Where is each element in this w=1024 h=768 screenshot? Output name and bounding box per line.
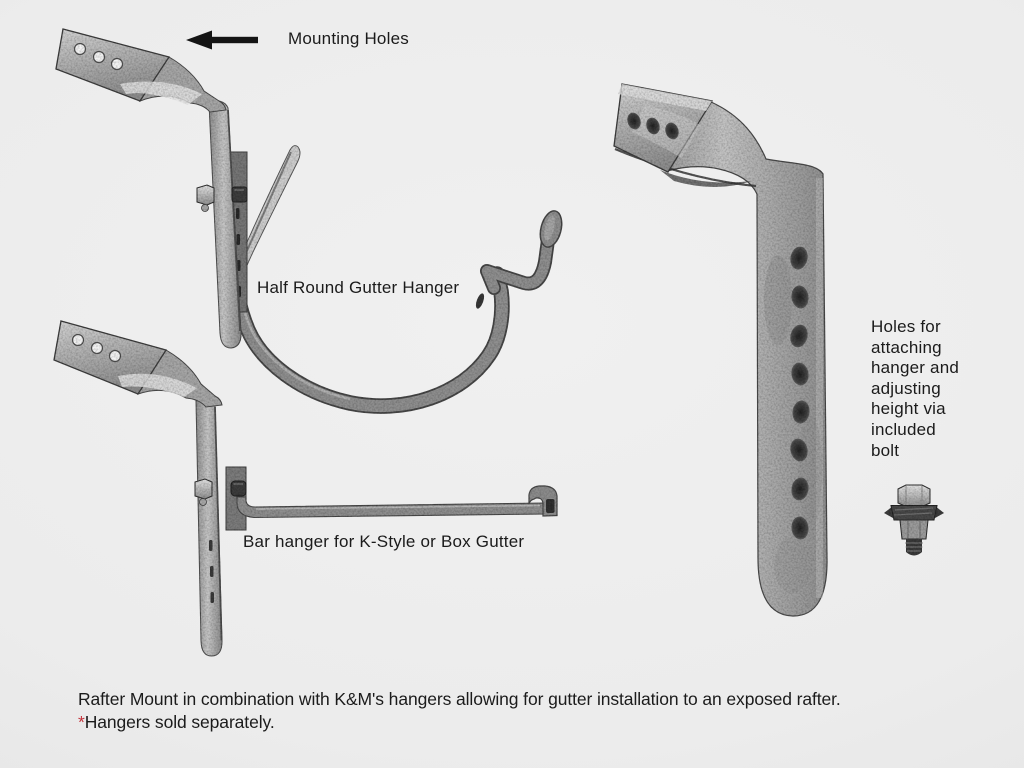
half-round-hanger-label: Half Round Gutter Hanger: [257, 278, 460, 297]
mounting-hole: [665, 122, 679, 140]
mounting-hole: [92, 50, 106, 64]
mounting-holes-label: Mounting Holes: [288, 29, 409, 48]
adjustment-holes-note: Holes for attaching hanger and adjusting…: [871, 317, 960, 460]
rafter-mount-with-half-round-hanger-figure: [55, 28, 563, 414]
bracket-strap: [195, 398, 223, 657]
bar-hanger-label: Bar hanger for K-Style or Box Gutter: [243, 532, 525, 551]
rafter-mount-with-bar-hanger-figure: [53, 320, 558, 657]
caption-footnote: *Hangers sold separately.: [78, 711, 841, 734]
mounting-hole: [108, 349, 122, 363]
adjustment-strap: [665, 101, 828, 617]
mounting-hole: [627, 112, 641, 130]
footnote-text: Hangers sold separately.: [84, 711, 275, 732]
adjustment-holes: [790, 246, 810, 540]
mounting-hole: [110, 57, 124, 71]
adjustment-bolt: [194, 478, 247, 506]
mounting-plate: [55, 28, 227, 113]
half-round-band: [226, 202, 563, 414]
footnote-asterisk: *: [78, 711, 85, 732]
bar-hanger-bar: [236, 485, 558, 519]
mounting-hole: [71, 333, 85, 347]
rafter-mount-adjustable-figure: [613, 83, 828, 617]
adjustment-bolt: [196, 184, 248, 212]
bracket-strap: [208, 100, 242, 349]
caption-line1: Rafter Mount in combination with K&M's h…: [78, 689, 841, 709]
caption: Rafter Mount in combination with K&M's h…: [78, 688, 841, 733]
mounting-holes-arrow: [186, 30, 258, 50]
mounting-plate: [53, 320, 223, 408]
mounting-plate: [613, 83, 714, 173]
mounting-hole: [90, 341, 104, 355]
included-bolt-figure: [884, 484, 944, 556]
mounting-hole: [646, 117, 660, 135]
mounting-hole: [73, 42, 87, 56]
